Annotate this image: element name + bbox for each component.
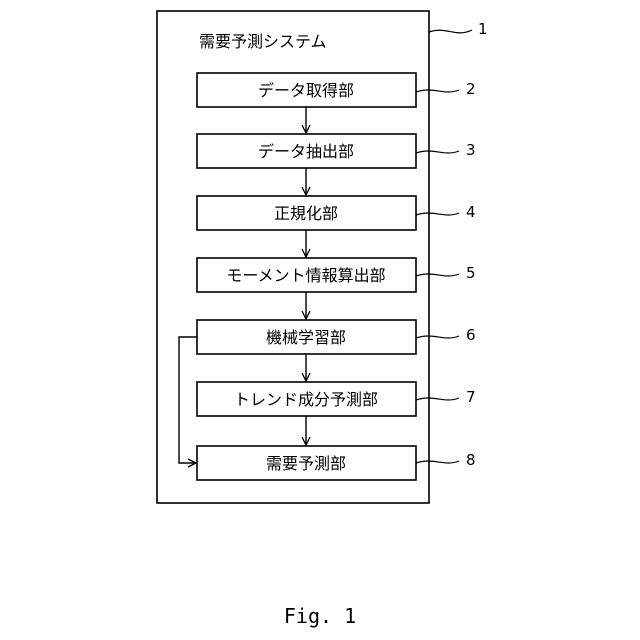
block-label-machine-learning: 機械学習部 xyxy=(266,328,346,347)
leader-line-3 xyxy=(416,151,459,153)
ref-label-6: 6 xyxy=(466,326,476,344)
leader-line-7 xyxy=(416,398,459,400)
leader-line-6 xyxy=(416,336,459,338)
system-title: 需要予測システム xyxy=(199,32,327,51)
arrow-6-to-8-bypass xyxy=(179,337,197,463)
ref-label-7: 7 xyxy=(466,388,476,406)
leader-line-4 xyxy=(416,213,459,215)
block-label-data-extraction: データ抽出部 xyxy=(258,142,354,161)
ref-label-2: 2 xyxy=(466,80,476,98)
figure-caption: Fig. 1 xyxy=(0,604,640,628)
ref-label-5: 5 xyxy=(466,264,476,282)
leader-line-8 xyxy=(416,461,459,463)
block-label-demand-prediction: 需要予測部 xyxy=(266,454,346,473)
block-label-data-acquisition: データ取得部 xyxy=(258,81,354,100)
block-label-moment-info-calculation: モーメント情報算出部 xyxy=(226,266,385,285)
leader-line-5 xyxy=(416,274,459,276)
block-label-normalization: 正規化部 xyxy=(274,204,338,223)
leader-line-2 xyxy=(416,90,459,92)
ref-label-system: 1 xyxy=(478,20,488,38)
ref-label-8: 8 xyxy=(466,451,476,469)
leader-line-system xyxy=(429,30,472,33)
block-label-trend-component-prediction: トレンド成分予測部 xyxy=(234,390,378,409)
ref-label-4: 4 xyxy=(466,203,476,221)
ref-label-3: 3 xyxy=(466,141,476,159)
